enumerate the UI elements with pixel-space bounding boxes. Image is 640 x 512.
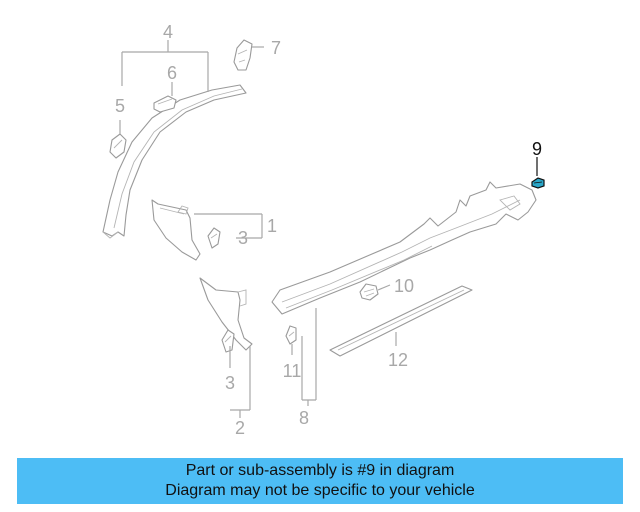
clip-part-5[interactable] xyxy=(109,133,127,159)
callout-5: 5 xyxy=(115,96,125,116)
sill-plate-part-8[interactable] xyxy=(271,181,537,315)
callout-7: 7 xyxy=(271,38,281,58)
banner-line-2: Diagram may not be specific to your vehi… xyxy=(165,482,475,499)
callout-6: 6 xyxy=(167,63,177,83)
callout-3-upper: 3 xyxy=(238,228,248,248)
callout-8: 8 xyxy=(299,408,309,428)
callout-2: 2 xyxy=(235,418,245,438)
clip-part-11[interactable] xyxy=(285,325,297,345)
callout-3-lower: 3 xyxy=(225,373,235,393)
kick-panel-part-1[interactable] xyxy=(151,199,201,261)
clip-part-9[interactable] xyxy=(531,177,545,189)
pillar-trim-part-4[interactable] xyxy=(102,84,247,239)
clip-part-3-upper[interactable] xyxy=(207,227,221,249)
callout-9: 9 xyxy=(532,139,542,159)
callout-10: 10 xyxy=(394,276,414,296)
callout-12: 12 xyxy=(388,350,408,370)
clip-part-3-lower[interactable] xyxy=(221,329,235,353)
clip-part-10[interactable] xyxy=(359,283,379,301)
fastener-part-6[interactable] xyxy=(153,95,177,113)
callout-labels: 4 6 5 7 1 3 10 11 3 2 8 12 9 xyxy=(115,22,542,438)
banner-line-1: Part or sub-assembly is #9 in diagram xyxy=(185,462,455,479)
callout-11: 11 xyxy=(283,361,302,381)
cover-part-7[interactable] xyxy=(233,39,253,71)
leader-lines xyxy=(119,40,538,418)
callout-4: 4 xyxy=(163,22,173,42)
callout-1: 1 xyxy=(267,216,277,236)
step-plate-part-12[interactable] xyxy=(329,285,473,357)
info-banner: Part or sub-assembly is #9 in diagram Di… xyxy=(17,458,623,504)
parts-diagram: 4 6 5 7 1 3 10 11 3 2 8 12 9 xyxy=(102,22,545,438)
lower-trim-part-2[interactable] xyxy=(199,277,253,351)
